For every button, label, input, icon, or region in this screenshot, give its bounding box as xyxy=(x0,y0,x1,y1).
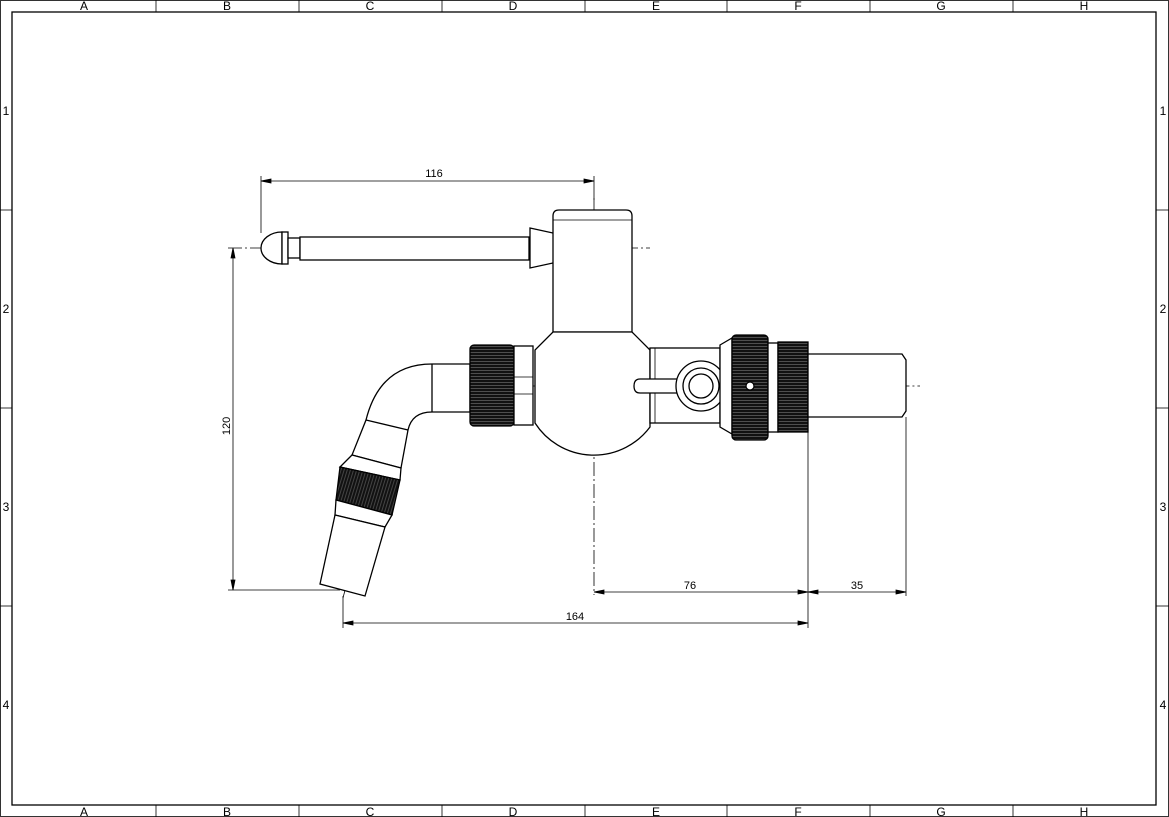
col-label: H xyxy=(1080,0,1089,13)
row-label: 4 xyxy=(3,698,10,712)
col-label: G xyxy=(936,805,945,817)
col-label: B xyxy=(223,805,231,817)
tower xyxy=(552,209,633,333)
row-label: 1 xyxy=(1160,104,1167,118)
dim-76: 76 xyxy=(684,580,696,592)
dim-120: 120 xyxy=(221,417,233,435)
col-label: E xyxy=(652,0,660,13)
set-screw-icon xyxy=(745,381,755,391)
col-label: A xyxy=(80,0,88,13)
column-labels-bottom: A B C D E F G H xyxy=(80,805,1088,817)
shank xyxy=(807,353,907,418)
row-label: 3 xyxy=(3,500,10,514)
row-label: 1 xyxy=(3,104,10,118)
dim-164: 164 xyxy=(566,611,584,623)
col-label: G xyxy=(936,0,945,13)
spout-nozzle xyxy=(319,514,386,597)
left-coupling xyxy=(469,344,534,427)
right-assembly xyxy=(633,334,907,441)
col-label: F xyxy=(794,805,801,817)
tap-handle xyxy=(260,227,556,269)
col-label: A xyxy=(80,805,88,817)
handle-knob xyxy=(260,231,283,265)
col-label: C xyxy=(366,0,375,13)
spout xyxy=(319,363,471,597)
row-labels-right: 1 2 3 4 xyxy=(1160,104,1167,712)
col-label: D xyxy=(509,805,518,817)
row-label: 3 xyxy=(1160,500,1167,514)
col-label: D xyxy=(509,0,518,13)
col-label: C xyxy=(366,805,375,817)
col-label: F xyxy=(794,0,801,13)
dimension-lines xyxy=(228,176,907,628)
tap-body xyxy=(534,209,651,456)
dim-116: 116 xyxy=(425,168,443,180)
col-label: E xyxy=(652,805,660,817)
column-labels-top: A B C D E F G H xyxy=(80,0,1088,13)
left-knurled-nut xyxy=(469,344,515,427)
ball-body xyxy=(534,331,651,456)
dim-35: 35 xyxy=(851,580,863,592)
row-label: 2 xyxy=(1160,302,1167,316)
dimension-labels: 116 120 76 35 164 xyxy=(221,168,863,623)
row-label: 4 xyxy=(1160,698,1167,712)
row-label: 2 xyxy=(3,302,10,316)
row-labels-left: 1 2 3 4 xyxy=(3,104,10,712)
col-label: H xyxy=(1080,805,1089,817)
col-label: B xyxy=(223,0,231,13)
shank-knurled-nut xyxy=(777,341,809,433)
handle-rod xyxy=(299,236,530,261)
